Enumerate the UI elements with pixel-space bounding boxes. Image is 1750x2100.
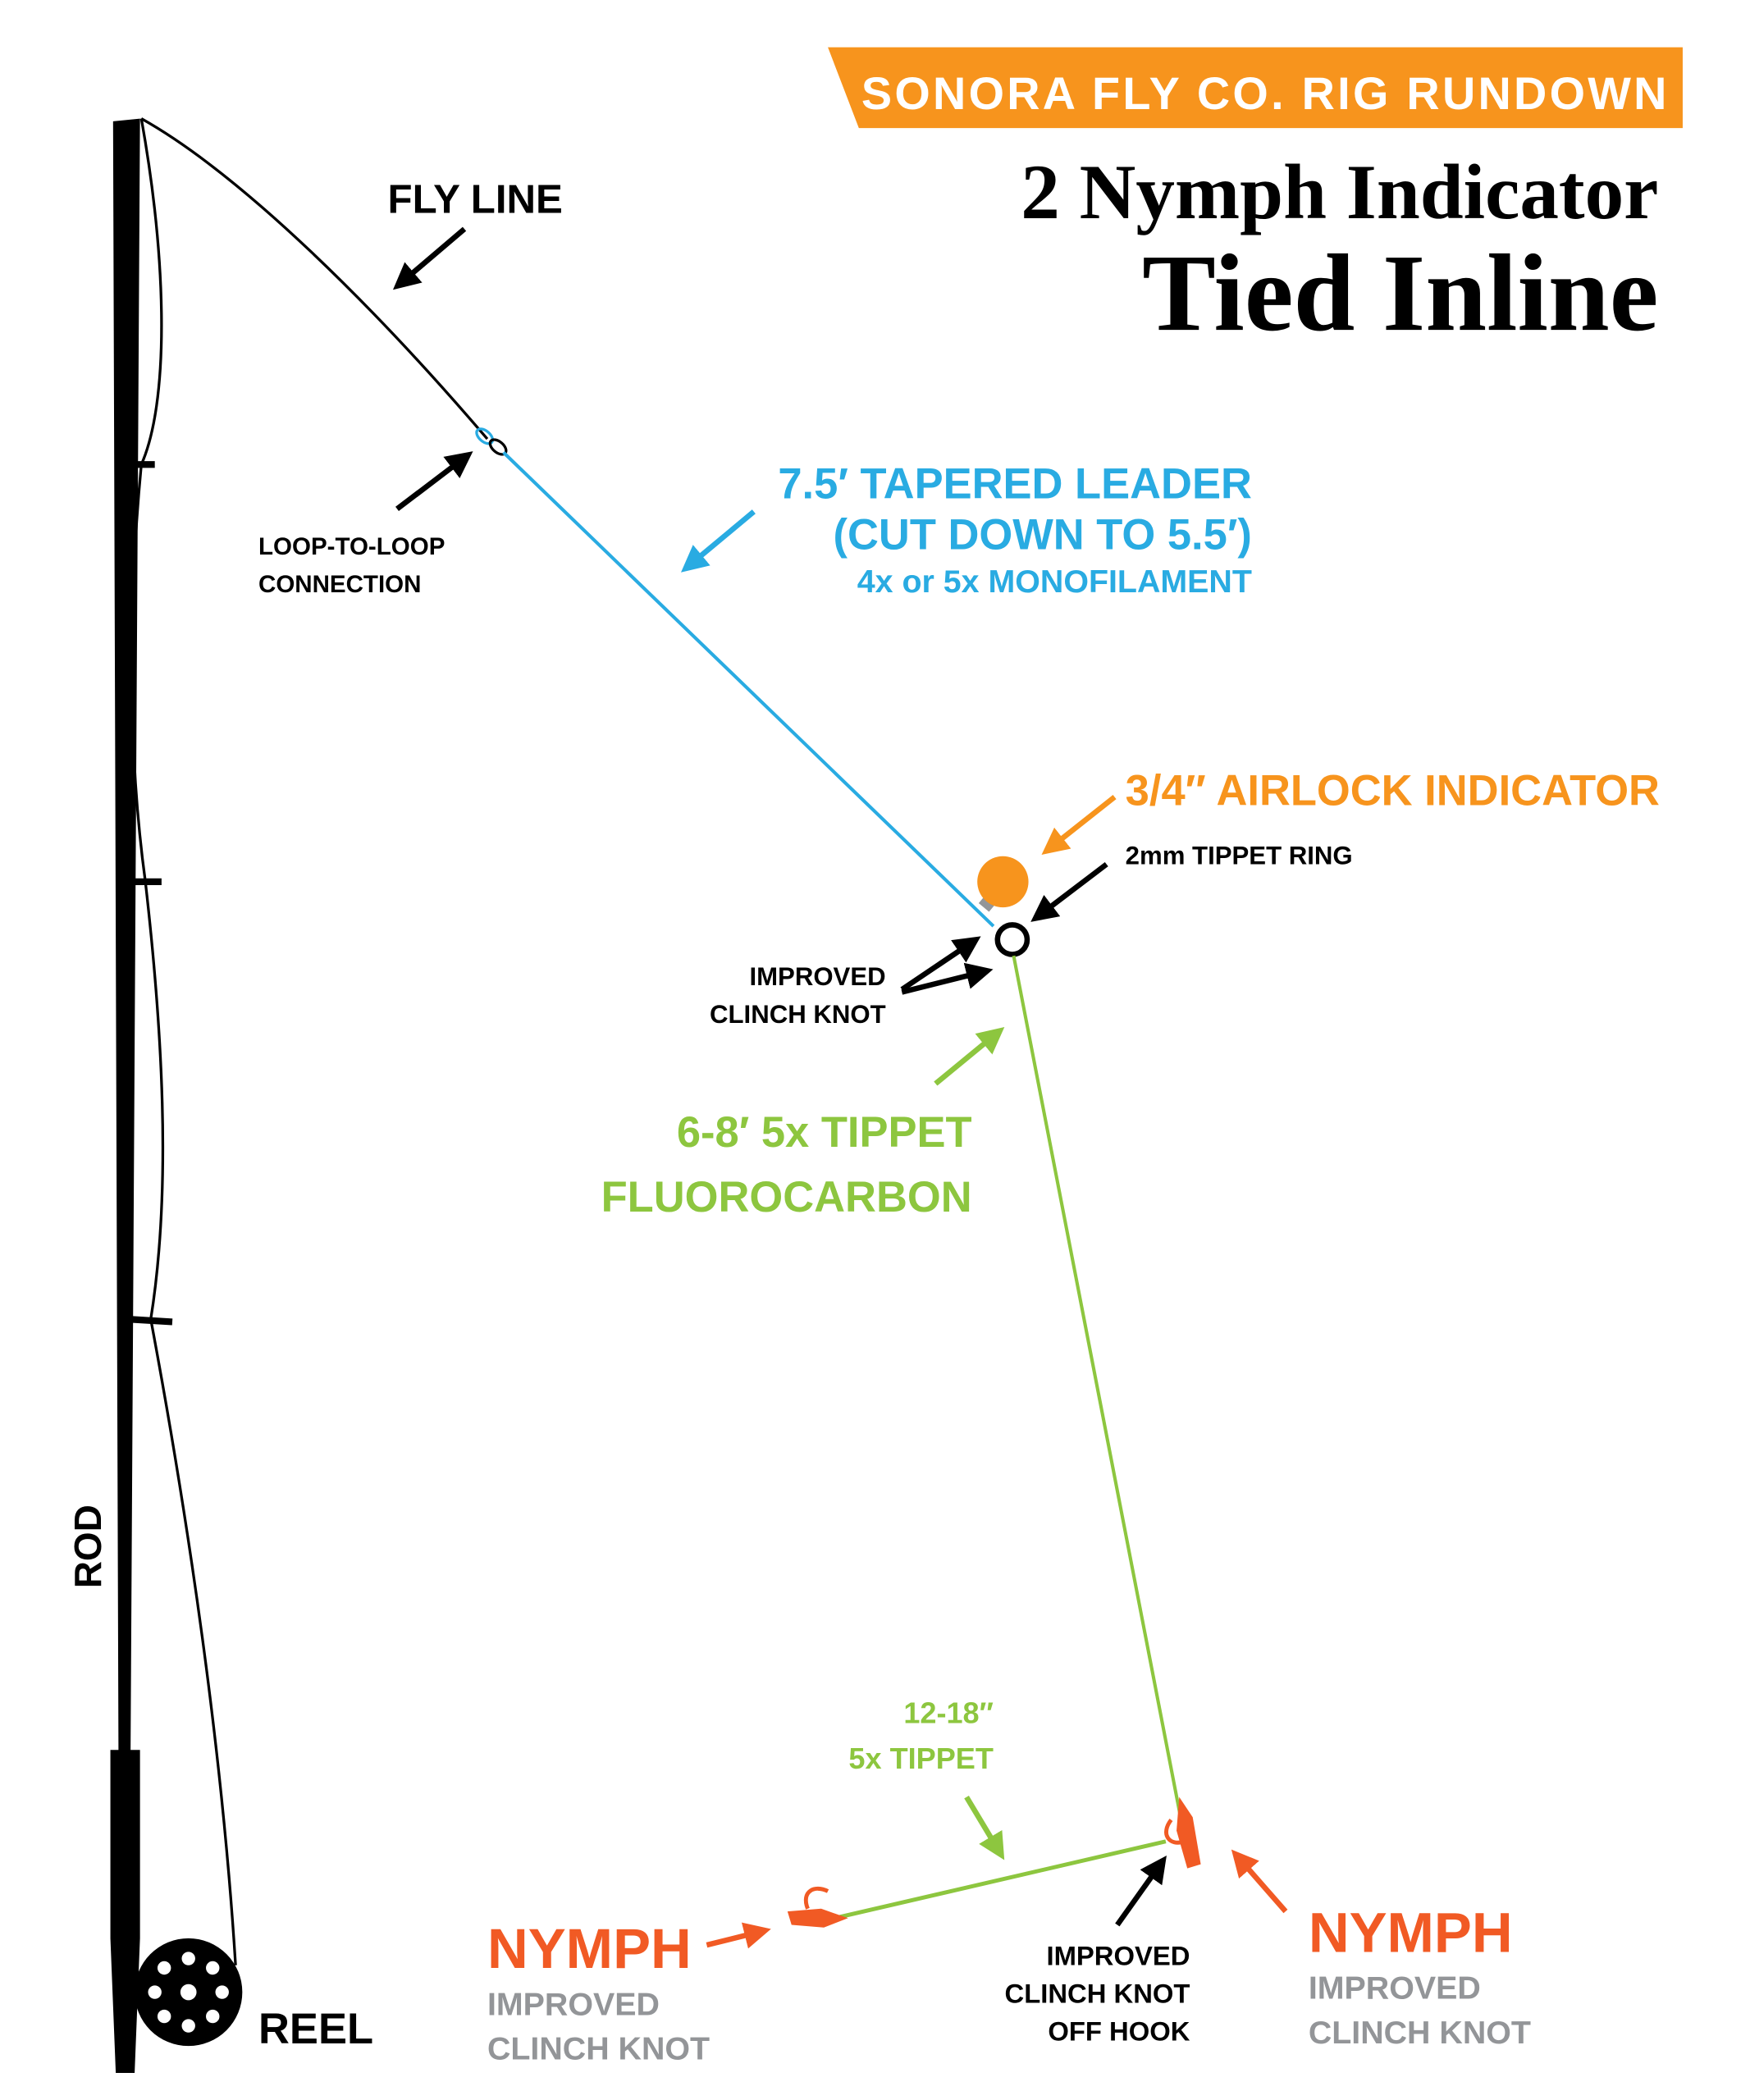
nymph-right-label: NYMPH: [1309, 1901, 1513, 1964]
clinch-arrow-1: [900, 936, 981, 992]
nymph-fly-icon-right: [1164, 1796, 1201, 1869]
tippet-line: [1012, 955, 1182, 1818]
nymph-left-label: NYMPH: [487, 1917, 692, 1980]
clinch-label-1: IMPROVED: [749, 962, 885, 991]
nymph-left-arrow: [706, 1922, 771, 1949]
fly-line: [140, 117, 489, 441]
loop-arrow: [395, 451, 473, 512]
loop-label-2: CONNECTION: [258, 571, 421, 598]
reel-icon: [135, 1938, 243, 2047]
clinch-arrow-2: [901, 962, 994, 995]
nymph-left-knot-2: CLINCH KNOT: [487, 2031, 710, 2067]
title-line-1: 2 Nymph Indicator: [1021, 148, 1658, 235]
banner-text: SONORA FLY CO. RIG RUNDOWN: [861, 68, 1670, 119]
nymph-fly-icon-left: [787, 1886, 848, 1928]
offhook-arrow: [1115, 1855, 1167, 1927]
nymph-right-knot-1: IMPROVED: [1309, 1970, 1481, 2006]
dropper-line: [834, 1839, 1167, 1920]
nymph-right-knot-2: CLINCH KNOT: [1309, 2015, 1531, 2051]
leader-label-2: (CUT DOWN TO 5.5′): [834, 511, 1252, 559]
leader-label-3: 4x or 5x MONOFILAMENT: [857, 564, 1252, 600]
tippet-ring-icon: [994, 922, 1030, 957]
loop-label-1: LOOP-TO-LOOP: [258, 533, 445, 560]
ring-arrow: [1030, 861, 1108, 922]
tippet-label-2: FLUOROCARBON: [601, 1173, 972, 1221]
dropper-label-1: 12-18″: [903, 1696, 994, 1729]
leader-label-1: 7.5′ TAPERED LEADER: [778, 459, 1252, 508]
indicator-arrow: [1041, 794, 1117, 856]
offhook-label-1: IMPROVED: [1046, 1941, 1190, 1971]
clinch-label-2: CLINCH KNOT: [710, 1000, 886, 1029]
tippet-arrow: [934, 1026, 1005, 1086]
nymph-left-knot-1: IMPROVED: [487, 1986, 660, 2022]
offhook-label-3: OFF HOOK: [1048, 2016, 1190, 2047]
leader-line: [502, 451, 995, 928]
nymph-right-arrow: [1231, 1849, 1288, 1914]
dropper-arrow: [964, 1795, 1005, 1860]
fly-line-label: FLY LINE: [388, 176, 563, 221]
offhook-label-2: CLINCH KNOT: [1005, 1979, 1190, 2009]
fly-line-arrow: [392, 226, 467, 290]
title-line-2: Tied Inline: [1142, 232, 1658, 354]
reel-label: REEL: [258, 2005, 373, 2053]
tippet-label-1: 6-8′ 5x TIPPET: [677, 1108, 972, 1157]
rod-label: ROD: [66, 1504, 109, 1588]
header-banner: [828, 47, 1683, 129]
indicator-icon: [977, 856, 1029, 912]
dropper-label-2: 5x TIPPET: [848, 1742, 993, 1775]
rod: [110, 118, 237, 2073]
indicator-label: 3/4″ AIRLOCK INDICATOR: [1126, 766, 1660, 815]
leader-arrow: [680, 509, 756, 573]
ring-label: 2mm TIPPET RING: [1126, 842, 1353, 870]
